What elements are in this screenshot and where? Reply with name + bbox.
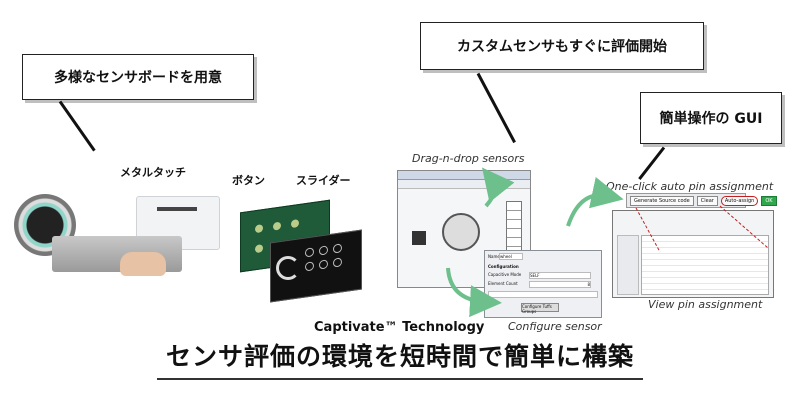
- caption-configure: Configure sensor: [508, 320, 602, 333]
- clear-button[interactable]: Clear: [696, 195, 718, 206]
- footer-title: センサ評価の環境を短時間で簡単に構築: [165, 342, 634, 371]
- ring-sensor-icon: [276, 256, 300, 280]
- window-toolbar[interactable]: [398, 180, 530, 189]
- callout-sensor-boards: 多様なセンサボードを用意: [22, 54, 254, 100]
- wheel-sensor-component[interactable]: [442, 213, 480, 251]
- callout-simple-gui-text: 簡単操作の GUI: [659, 111, 763, 127]
- pin-assignment-toolbar: Generate Source code Clear Auto-assign O…: [626, 193, 777, 208]
- ok-button[interactable]: OK: [761, 195, 777, 206]
- configure-tuffs-button[interactable]: Configure Tuffs Groups: [521, 303, 559, 314]
- electrode-config-row[interactable]: [488, 291, 598, 298]
- configure-tuffs-button-label: Configure Tuffs Groups: [522, 304, 552, 314]
- auto-assign-button[interactable]: Auto-assign: [720, 195, 759, 206]
- mcu-chip-icon[interactable]: [412, 231, 426, 245]
- label-button: ボタン: [232, 174, 265, 187]
- caption-drag-drop: Drag-n-drop sensors: [412, 152, 525, 165]
- element-count-label: Element Count: [488, 281, 518, 286]
- leader-line-left: [58, 100, 96, 152]
- name-label: Name: [488, 254, 500, 259]
- pin-assignment-window[interactable]: [612, 210, 774, 298]
- callout-simple-gui: 簡単操作の GUI: [640, 92, 782, 144]
- capacitive-mode-label: Capacitive Mode: [488, 272, 522, 277]
- generate-source-button[interactable]: Generate Source code: [630, 195, 694, 206]
- configure-sensor-panel[interactable]: Name wheel Configuration Capacitive Mode…: [484, 250, 602, 318]
- callout-custom-sensor-text: カスタムセンサもすぐに評価開始: [457, 39, 667, 55]
- label-slider: スライダー: [296, 174, 351, 187]
- element-count-input[interactable]: 8: [529, 281, 591, 288]
- capacitive-mode-select[interactable]: SELF: [529, 272, 591, 279]
- arrow-config-to-pins: [566, 177, 624, 227]
- callout-sensor-boards-text: 多様なセンサボードを用意: [54, 70, 222, 86]
- caption-view-pin: View pin assignment: [648, 298, 763, 311]
- pin-assignment-table[interactable]: [641, 235, 769, 295]
- configuration-heading: Configuration: [488, 264, 519, 269]
- name-input[interactable]: wheel: [499, 253, 523, 260]
- captivate-technology-label: Captivate™ Technology: [314, 320, 485, 335]
- pin-list-sidebar[interactable]: [617, 235, 639, 295]
- leader-line-middle: [476, 72, 516, 144]
- caption-one-click: One-click auto pin assignment: [606, 180, 774, 193]
- label-metal-touch: メタルタッチ: [120, 166, 186, 179]
- footer-underline: [157, 378, 643, 380]
- callout-custom-sensor: カスタムセンサもすぐに評価開始: [420, 22, 704, 70]
- leader-line-right: [638, 146, 666, 180]
- hand-image: [120, 252, 166, 276]
- window-titlebar[interactable]: [398, 171, 530, 180]
